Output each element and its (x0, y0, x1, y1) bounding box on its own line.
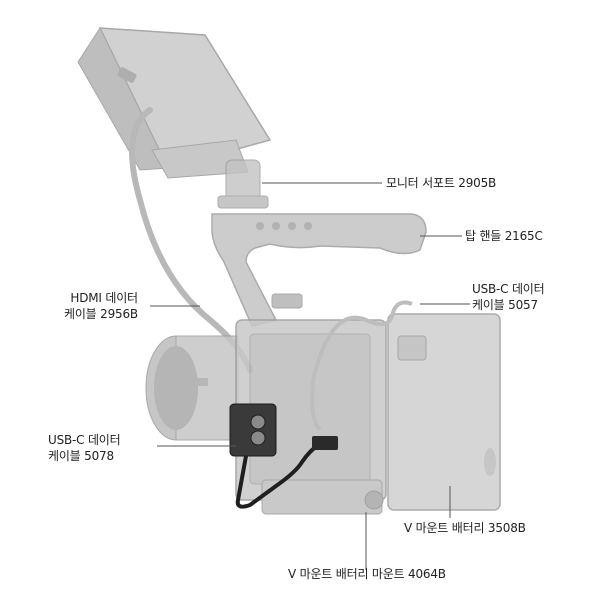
monitor-illustration (77, 26, 272, 179)
callout-usbc-cable-right: USB-C 데이터 케이블 5057 (472, 281, 545, 313)
callout-top-handle: 탑 핸들 2165C (465, 229, 543, 243)
v-battery-illustration (387, 313, 501, 511)
callout-usbc-left-line1: USB-C 데이터 (48, 433, 121, 447)
monitor-support-illustration (217, 159, 269, 209)
callout-hdmi-cable-line2: 케이블 2956B (64, 307, 138, 321)
callout-hdmi-cable-line1: HDMI 데이터 (70, 291, 138, 305)
leader-lines (150, 182, 470, 570)
callout-usbc-cable-left: USB-C 데이터 케이블 5078 (48, 432, 121, 464)
usbc-cable-left-illustration (229, 403, 338, 509)
callout-v-mount: V 마운트 배터리 마운트 4064B (288, 567, 446, 581)
callout-usbc-right-line2: 케이블 5057 (472, 298, 538, 312)
callout-hdmi-cable: HDMI 데이터 케이블 2956B (64, 290, 138, 322)
callout-usbc-right-line1: USB-C 데이터 (472, 282, 545, 296)
callout-usbc-left-line2: 케이블 5078 (48, 449, 114, 463)
usbc-cable-right-illustration (310, 300, 413, 432)
top-handle-illustration (211, 213, 427, 327)
callout-monitor-support: 모니터 서포트 2905B (386, 176, 497, 190)
callout-v-battery: V 마운트 배터리 3508B (404, 521, 526, 535)
lens-illustration (145, 335, 239, 441)
